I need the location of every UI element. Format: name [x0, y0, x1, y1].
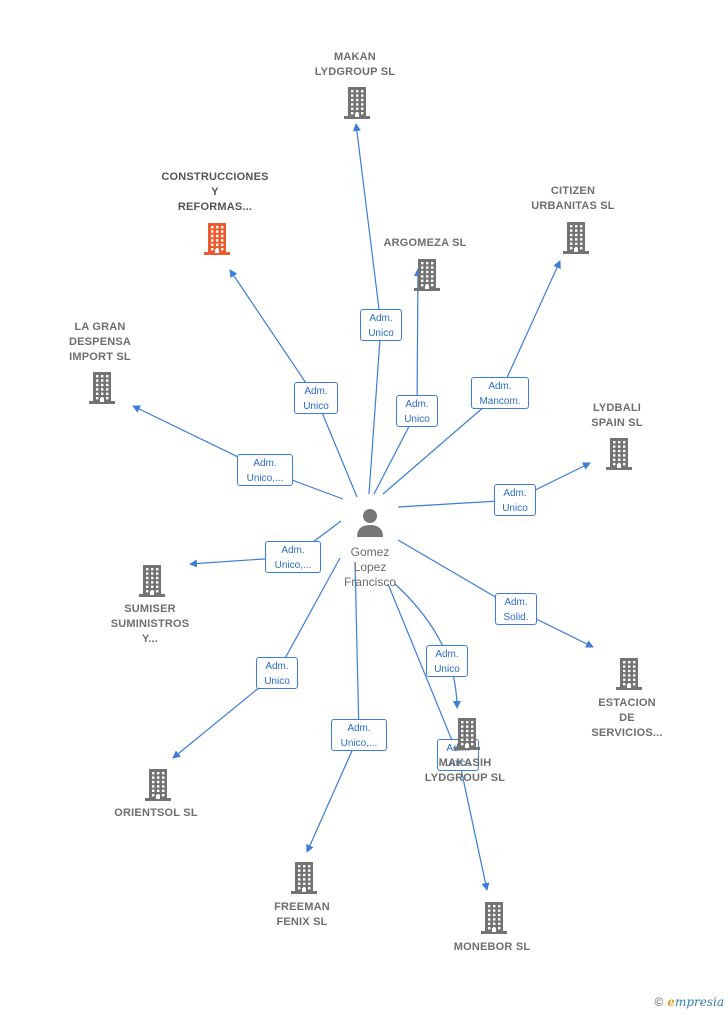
role-badge-lydbali[interactable]: Adm. Unico: [494, 484, 536, 516]
person-icon[interactable]: [355, 507, 385, 542]
role-badge-makasih[interactable]: Adm. Unico: [426, 645, 468, 677]
role-badge-estacion[interactable]: Adm. Solid.: [495, 593, 537, 625]
building-icon[interactable]: [603, 436, 635, 470]
copyright-mark: ©: [654, 995, 664, 1009]
role-badge-freeman[interactable]: Adm. Unico,...: [331, 719, 387, 751]
company-label-citizen[interactable]: CITIZEN URBANITAS SL: [531, 185, 615, 212]
company-label-estacion[interactable]: ESTACION DE SERVICIOS...: [591, 697, 663, 739]
building-icon[interactable]: [142, 767, 174, 801]
company-label-argomeza[interactable]: ARGOMEZA SL: [383, 237, 467, 249]
building-icon[interactable]: [451, 716, 483, 750]
role-badge-orientsol[interactable]: Adm. Unico: [256, 657, 298, 689]
building-icon[interactable]: [201, 221, 233, 255]
role-badge-argomeza[interactable]: Adm. Unico: [396, 395, 438, 427]
company-label-lydbali[interactable]: LYDBALI SPAIN SL: [591, 402, 643, 429]
building-icon[interactable]: [560, 220, 592, 254]
company-label-freeman[interactable]: FREEMAN FENIX SL: [274, 901, 330, 928]
company-label-lagran[interactable]: LA GRAN DESPENSA IMPORT SL: [68, 321, 132, 363]
building-icon[interactable]: [86, 370, 118, 404]
building-icon[interactable]: [411, 257, 443, 291]
edge-freeman: [306, 561, 360, 853]
company-label-makasih[interactable]: MAKASIH LYDGROUP SL: [424, 757, 506, 784]
company-label-sumiser[interactable]: SUMISER SUMINISTROS Y...: [110, 603, 190, 645]
role-badge-lagran[interactable]: Adm. Unico,...: [237, 454, 293, 486]
brand-logo[interactable]: empresia: [667, 995, 724, 1009]
role-badge-sumiser[interactable]: Adm. Unico,...: [265, 541, 321, 573]
footer-brand: © empresia: [654, 995, 724, 1009]
person-name[interactable]: Gomez Lopez Francisco: [343, 545, 396, 589]
building-icon[interactable]: [341, 85, 373, 119]
building-icon[interactable]: [136, 563, 168, 597]
role-badge-citizen[interactable]: Adm. Mancom.: [471, 377, 529, 409]
role-badge-construcciones[interactable]: Adm. Unico: [294, 382, 338, 414]
company-label-monebor[interactable]: MONEBOR SL: [453, 941, 531, 953]
company-label-orientsol[interactable]: ORIENTSOL SL: [114, 807, 198, 819]
company-label-makan[interactable]: MAKAN LYDGROUP SL: [314, 51, 396, 78]
edge-makasih: [394, 583, 461, 709]
building-icon[interactable]: [288, 860, 320, 894]
edge-argomeza: [373, 268, 422, 495]
role-badge-makan[interactable]: Adm. Unico: [360, 309, 402, 341]
building-icon[interactable]: [613, 656, 645, 690]
building-icon[interactable]: [478, 900, 510, 934]
company-label-construcciones[interactable]: CONSTRUCCIONES Y REFORMAS...: [161, 171, 269, 213]
